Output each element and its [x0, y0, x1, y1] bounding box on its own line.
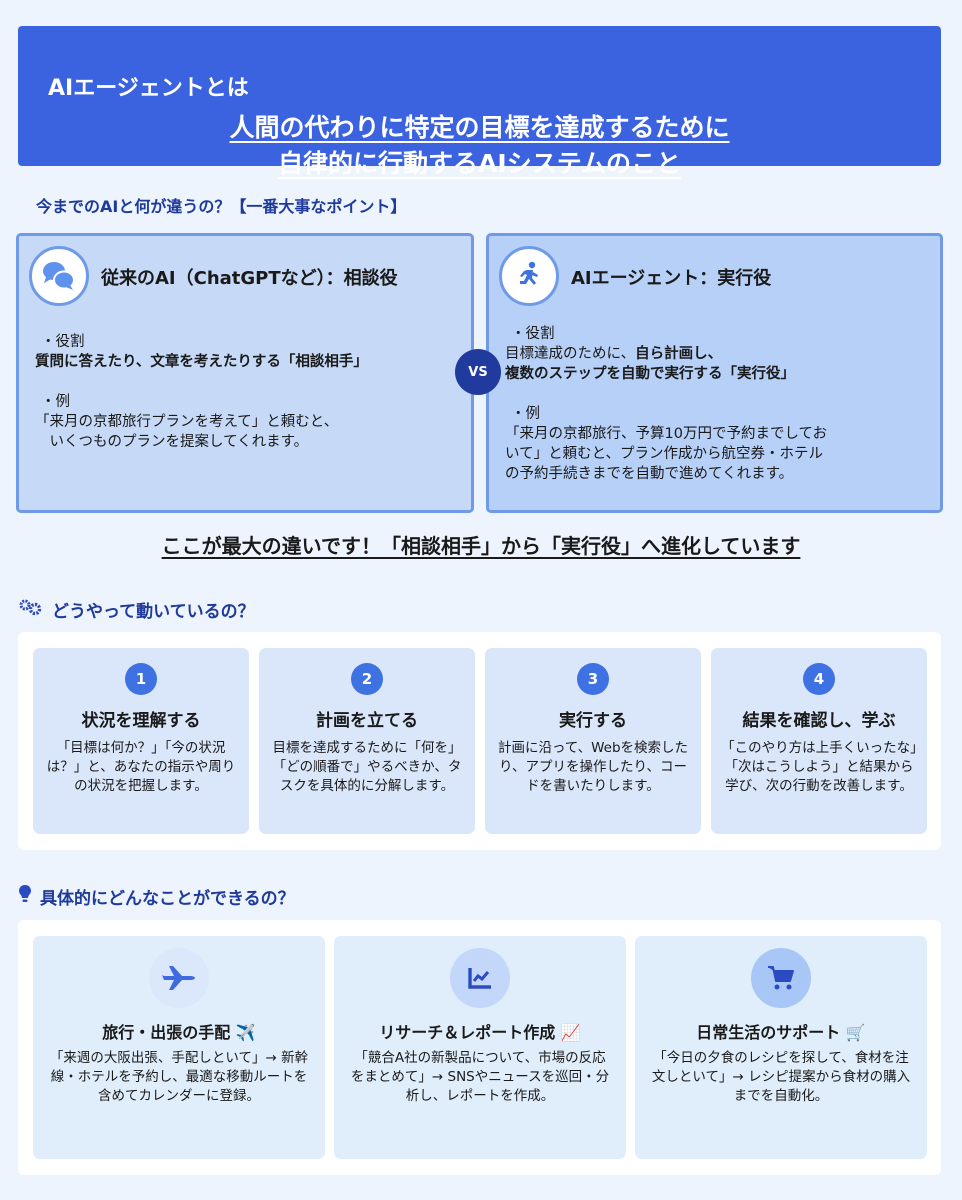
use-case-title: リサーチ＆レポート作成 📈 — [379, 1023, 581, 1042]
hero-definition-line2: 自律的に行動するAIシステムのこと — [278, 149, 681, 178]
running-person-icon — [499, 246, 559, 306]
use-case-card: 旅行・出張の手配 ✈️ 「来週の大阪出張、手配しといて」→ 新幹線・ホテルを予約… — [33, 936, 325, 1159]
traditional-ai-body: ・役割 質問に答えたり、文章を考えたりする「相談相手」 ・例 「来月の京都旅行プ… — [35, 334, 368, 450]
use-case-title: 日常生活のサポート 🛒 — [696, 1023, 866, 1042]
key-difference-highlight: ここが最大の違いです！「相談相手」から「実行役」へ進化しています — [161, 534, 801, 558]
gears-icon — [18, 598, 44, 621]
step-description: 目標を達成するために「何を」「どの順番で」やるべきか、タスクを具体的に分解します… — [272, 740, 462, 794]
step-card: 2 計画を立てる 目標を達成するために「何を」「どの順番で」やるべきか、タスクを… — [259, 648, 475, 834]
use-case-description: 「今日の夕食のレシピを探して、食材を注文しといて」→ レシピ提案から食材の購入ま… — [651, 1050, 911, 1104]
comparison-question: 今までのAIと何が違うの？【一番大事なポイント】 — [36, 197, 407, 216]
ai-agent-card: AIエージェント：実行役 ・役割 目標達成のために、自ら計画し、 複数のステップ… — [486, 233, 943, 513]
step-description: 「目標は何か？」「今の状況は？」と、あなたの指示や周りの状況を把握します。 — [46, 740, 236, 794]
traditional-ai-title: 従来のAI（ChatGPTなど）：相談役 — [101, 268, 398, 289]
step-description: 「このやり方は上手くいったな」「次はこうしよう」と結果から学び、次の行動を改善し… — [721, 740, 917, 794]
step-number-badge: 2 — [351, 663, 383, 695]
hero-kicker: AIエージェントとは — [48, 76, 249, 101]
vs-badge: VS — [455, 349, 501, 395]
use-case-title: 旅行・出張の手配 ✈️ — [102, 1023, 256, 1042]
step-title: 状況を理解する — [81, 711, 201, 731]
ai-agent-body: ・役割 目標達成のために、自ら計画し、 複数のステップを自動で実行する「実行役」… — [505, 326, 828, 482]
use-case-description: 「競合A社の新製品について、市場の反応をまとめて」→ SNSやニュースを巡回・分… — [350, 1050, 610, 1104]
use-case-card: リサーチ＆レポート作成 📈 「競合A社の新製品について、市場の反応をまとめて」→… — [334, 936, 626, 1159]
step-title: 実行する — [559, 711, 627, 731]
traditional-ai-card: 従来のAI（ChatGPTなど）：相談役 ・役割 質問に答えたり、文章を考えたり… — [16, 233, 474, 513]
hero-definition-line1: 人間の代わりに特定の目標を達成するために — [229, 113, 730, 142]
use-case-card: 日常生活のサポート 🛒 「今日の夕食のレシピを探して、食材を注文しといて」→ レ… — [635, 936, 927, 1159]
use-case-description: 「来週の大阪出張、手配しといて」→ 新幹線・ホテルを予約し、最適な移動ルートを含… — [49, 1050, 309, 1104]
step-number-badge: 3 — [577, 663, 609, 695]
chat-bubbles-icon — [29, 246, 89, 306]
ai-agent-title: AIエージェント：実行役 — [571, 268, 772, 289]
step-card: 3 実行する 計画に沿って、Webを検索したり、アプリを操作したり、コードを書い… — [485, 648, 701, 834]
lightbulb-icon — [18, 884, 32, 909]
step-title: 結果を確認し、学ぶ — [742, 711, 896, 731]
shopping-cart-icon — [751, 948, 811, 1008]
use-cases-heading: 具体的にどんなことができるの？ — [18, 884, 295, 909]
chart-line-icon — [450, 948, 510, 1008]
step-card: 1 状況を理解する 「目標は何か？」「今の状況は？」と、あなたの指示や周りの状況… — [33, 648, 249, 834]
steps-panel: 1 状況を理解する 「目標は何か？」「今の状況は？」と、あなたの指示や周りの状況… — [18, 632, 941, 850]
step-card: 4 結果を確認し、学ぶ 「このやり方は上手くいったな」「次はこうしよう」と結果か… — [711, 648, 927, 834]
step-description: 計画に沿って、Webを検索したり、アプリを操作したり、コードを書いたりします。 — [497, 740, 689, 794]
airplane-icon — [149, 948, 209, 1008]
step-number-badge: 1 — [125, 663, 157, 695]
how-it-works-heading: どうやって動いているの？ — [18, 597, 255, 622]
use-cases-panel: 旅行・出張の手配 ✈️ 「来週の大阪出張、手配しといて」→ 新幹線・ホテルを予約… — [18, 920, 941, 1175]
step-title: 計画を立てる — [316, 711, 418, 731]
hero-banner: AIエージェントとは 人間の代わりに特定の目標を達成するために 自律的に行動する… — [18, 26, 941, 178]
step-number-badge: 4 — [803, 663, 835, 695]
